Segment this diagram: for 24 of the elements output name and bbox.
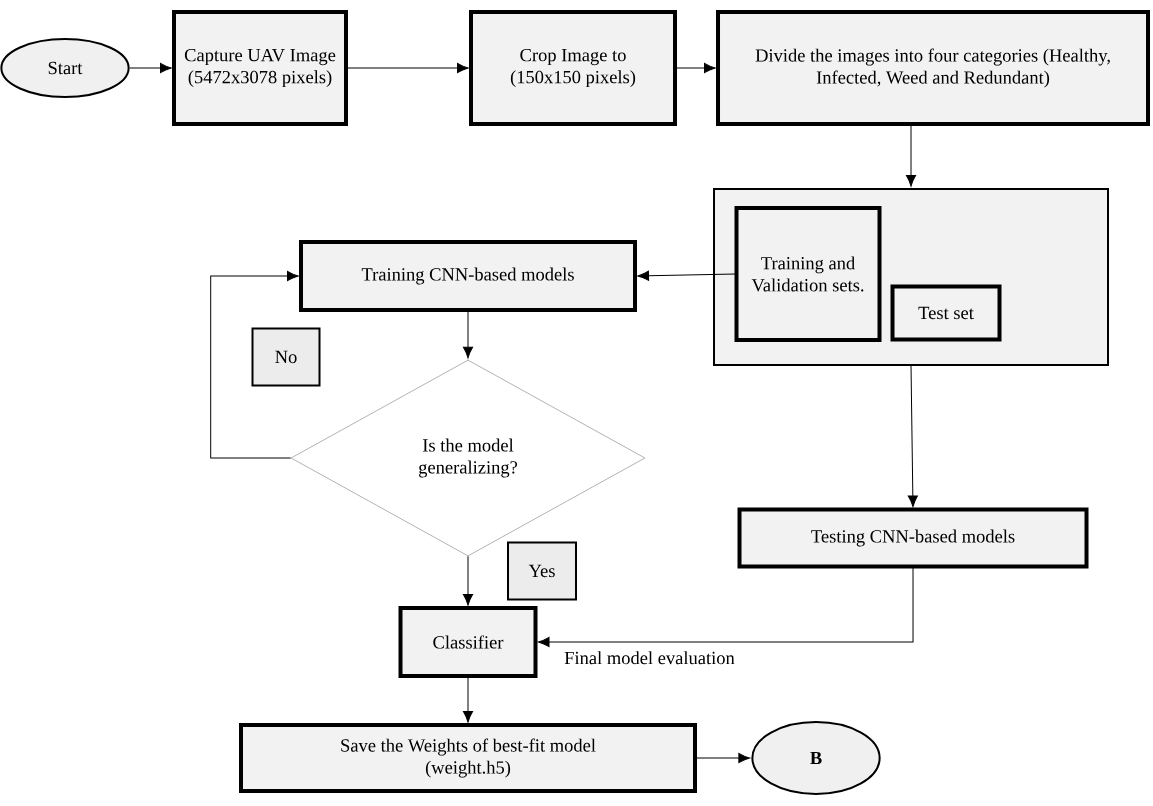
edge-label: Final model evaluation	[563, 650, 736, 666]
arrow	[637, 270, 736, 281]
process-box: Save the Weights of best-fit model (weight.h5)	[239, 723, 697, 793]
answer-tag: Yes	[507, 541, 577, 601]
process-box: Training and Validation sets.	[734, 206, 882, 342]
process-box: Testing CNN-based models	[737, 507, 1089, 569]
arrow	[462, 310, 474, 359]
process-box: Crop Image to (150x150 pixels)	[469, 10, 677, 126]
process-box: Classifier	[398, 606, 538, 678]
arrow	[346, 62, 469, 74]
arrow	[695, 752, 751, 764]
arrow	[537, 567, 914, 648]
process-box: Test set	[890, 284, 1002, 342]
arrow	[129, 62, 172, 74]
process-box: Divide the images into four categories (Healthy, Infected, Weed and Redundant)	[716, 10, 1150, 126]
answer-tag: No	[251, 327, 321, 387]
arrow	[675, 62, 716, 74]
arrow	[462, 676, 474, 723]
arrow	[905, 124, 917, 187]
arrow	[907, 365, 918, 508]
process-box: Capture UAV Image (5472x3078 pixels)	[172, 10, 348, 126]
process-box: Training CNN-based models	[299, 240, 637, 312]
arrow	[210, 270, 299, 459]
arrow	[462, 555, 474, 606]
